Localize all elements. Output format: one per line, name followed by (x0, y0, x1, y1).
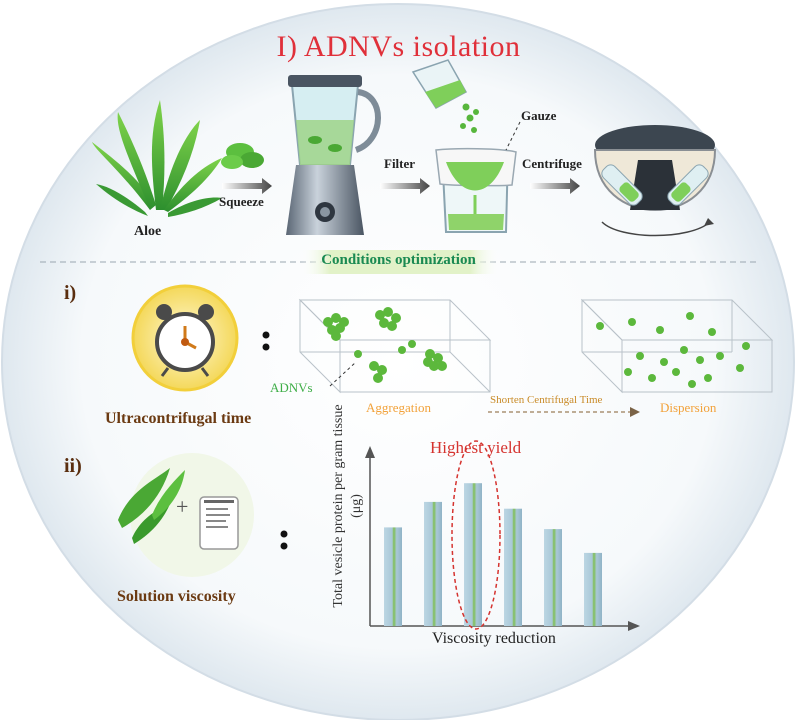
pouring-cup-icon (411, 59, 479, 133)
centrifuge-arrow-icon (530, 178, 580, 194)
shorten-centrifugal-time-label: Shorten Centrifugal Time (490, 394, 603, 406)
squeeze-label: Squeeze (219, 194, 264, 209)
ultracentrifugal-time-label: Ultracontrifugal time (105, 410, 252, 427)
aggregation-box (298, 298, 492, 394)
adnvs-label: ADNVs (270, 380, 313, 395)
figure-title: I) ADNVs isolation (276, 30, 521, 63)
gauze-label: Gauze (521, 108, 557, 123)
colon-dot-bottom (262, 343, 270, 351)
centrifuge-icon (593, 125, 717, 237)
chart-bar-5 (544, 529, 562, 626)
chart-x-axis-label: Viscosity reduction (432, 630, 556, 647)
plus-sign: + (176, 494, 189, 519)
solution-viscosity-label: Solution viscosity (117, 588, 236, 605)
squeeze-arrow-icon (222, 178, 272, 194)
colon-dot-top (262, 331, 270, 339)
conditions-banner-bg (300, 250, 500, 274)
colon-dot-bottom-2 (280, 542, 288, 550)
highest-yield-ellipse (451, 440, 501, 630)
solution-viscosity-icon (118, 453, 254, 577)
colon-dot-top-2 (280, 530, 288, 538)
step-ii-marker: ii) (64, 455, 82, 477)
conditions-banner: Conditions optimization (321, 252, 476, 268)
chart-bar-6 (584, 552, 602, 626)
filter-arrow-icon (380, 178, 430, 194)
chart-bar-4 (504, 508, 522, 626)
dispersion-box (580, 298, 774, 394)
beaker-gauze-icon (435, 147, 517, 233)
chart-y-axis-label: Total vesicle protein per gram tissue (μ… (331, 404, 364, 608)
chart-bar-3 (464, 483, 482, 626)
chart-bar-2 (424, 501, 442, 626)
centrifuge-label: Centrifuge (522, 156, 582, 171)
alarm-clock-icon (131, 284, 239, 392)
dispersion-label: Dispersion (660, 400, 717, 415)
blender-icon (286, 75, 381, 235)
filter-label: Filter (384, 156, 416, 171)
chart-bar-1 (384, 527, 402, 626)
aloe-plant-icon (92, 100, 222, 217)
shorten-arrow-head (630, 407, 640, 417)
aggregation-label: Aggregation (366, 400, 431, 415)
chart-title: Highest yield (430, 438, 522, 457)
step-i-marker: i) (64, 282, 77, 304)
chart-bars (384, 483, 602, 626)
leaf-pieces-icon (221, 143, 264, 169)
gauze-pointer (505, 121, 521, 151)
aloe-label: Aloe (134, 224, 162, 239)
